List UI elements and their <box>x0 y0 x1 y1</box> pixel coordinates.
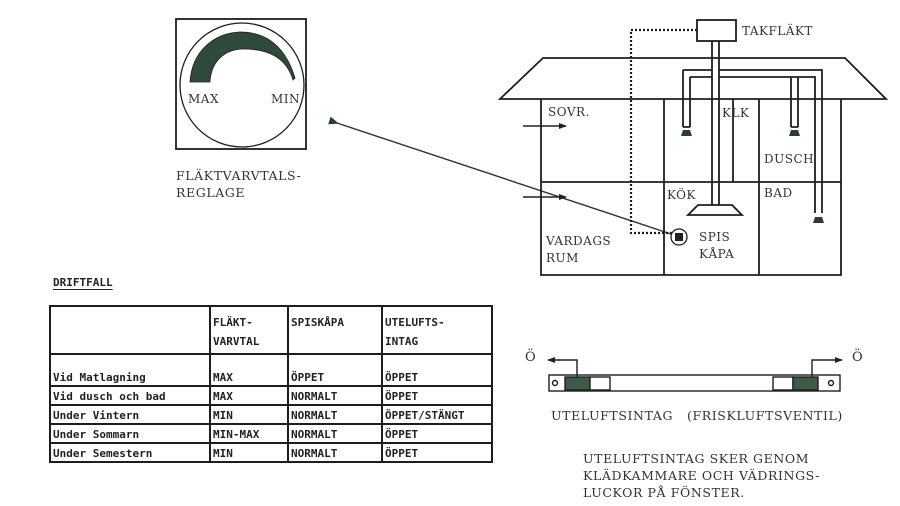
room-living-label: VARDAGS RUM <box>546 233 611 267</box>
header-hood-line1: SPISKÅPA <box>291 316 344 329</box>
room-bath-label: BAD <box>764 186 793 200</box>
exhaust-valve-bedroom <box>681 130 692 136</box>
cooker-hood-label: SPIS KÅPA <box>699 229 734 263</box>
cell-hood: NORMALT <box>287 423 383 444</box>
cell-fan-speed: MAX <box>209 353 289 387</box>
header-case <box>49 305 211 355</box>
header-air-intake-line1: UTELUFTS- <box>385 316 445 329</box>
knob-min-label: MIN <box>271 92 301 106</box>
cell-fan-speed: MIN <box>209 404 289 425</box>
duct-branches <box>682 69 823 213</box>
table-heading: DRIFTFALL <box>53 276 113 289</box>
open-arrow-right <box>811 357 843 377</box>
header-fan-speed-line2: VARVTAL <box>213 335 260 348</box>
open-arrow-left <box>547 357 578 377</box>
vent-shutter-left <box>564 376 591 391</box>
cell-case: Vid dusch och bad <box>49 385 211 406</box>
note-line1: UTELUFTSINTAG SKER GENOM <box>583 451 810 466</box>
knob-max-label: MAX <box>188 92 219 106</box>
vent-screw-left <box>551 379 559 387</box>
room-shower-label: DUSCH <box>764 152 815 166</box>
roof-fan-box <box>696 19 737 42</box>
outer-walls <box>540 99 842 276</box>
room-living-line1: VARDAGS <box>546 234 612 248</box>
header-fan-speed-line1: FLÄKT- <box>213 316 253 329</box>
cell-case: Under Semestern <box>49 442 211 463</box>
vent-open-right-label: Ö <box>852 350 864 365</box>
duct-closet <box>790 77 799 128</box>
knob-caption: FLÄKTVARVTALS- REGLAGE <box>176 167 302 201</box>
vent-bar <box>548 374 841 392</box>
note-line2: KLÄDKAMMARE OCH VÄDRINGS- <box>583 468 821 483</box>
cell-air-intake: ÖPPET <box>381 442 493 463</box>
duct-main <box>711 41 720 205</box>
knob-dial <box>179 22 305 148</box>
cell-case: Under Vintern <box>49 404 211 425</box>
roof <box>497 57 889 100</box>
vent-opening-left <box>589 376 611 391</box>
cell-hood: ÖPPET <box>287 353 383 387</box>
knob-frame <box>175 18 307 150</box>
cooker-hood-line1: SPIS <box>699 230 731 244</box>
exhaust-valve-closet <box>789 130 800 136</box>
cell-air-intake: ÖPPET/STÄNGT <box>381 404 493 425</box>
table-row: Under Semestern MIN NORMALT ÖPPET <box>49 442 493 463</box>
air-intake-note: UTELUFTSINTAG SKER GENOM KLÄDKAMMARE OCH… <box>583 450 820 501</box>
header-fan-speed: FLÄKT- VARVTAL <box>209 305 289 355</box>
vent-screw-right <box>827 379 835 387</box>
room-living-line2: RUM <box>546 251 579 265</box>
knob-caption-line1: FLÄKTVARVTALS- <box>176 168 302 183</box>
room-bedroom-label: SOVR. <box>548 105 590 119</box>
cell-case: Vid Matlagning <box>49 353 211 387</box>
vent-opening-right <box>772 376 794 391</box>
cell-air-intake: ÖPPET <box>381 423 493 444</box>
table-row: Vid dusch och bad MAX NORMALT ÖPPET <box>49 385 493 406</box>
house-diagram <box>497 19 889 276</box>
roof-fan-label: TAKFLÄKT <box>742 24 813 38</box>
cooker-hood-line2: KÅPA <box>699 247 735 261</box>
cell-hood: NORMALT <box>287 385 383 406</box>
cell-hood: NORMALT <box>287 442 383 463</box>
exhaust-valves <box>681 130 824 223</box>
exhaust-valve-bath <box>813 217 824 223</box>
knob-speed-arc <box>189 31 296 83</box>
header-air-intake: UTELUFTS- INTAG <box>381 305 493 355</box>
header-hood: SPISKÅPA <box>287 305 383 355</box>
cell-fan-speed: MIN-MAX <box>209 423 289 444</box>
table-row: Vid Matlagning MAX ÖPPET ÖPPET <box>49 353 493 387</box>
room-closet-label: KLK <box>722 106 750 120</box>
vent-caption-a: UTELUFTSINTAG <box>551 408 674 423</box>
fan-speed-knob <box>175 18 307 150</box>
cell-fan-speed: MAX <box>209 385 289 406</box>
cell-fan-speed: MIN <box>209 442 289 463</box>
vent-shutter-right <box>792 376 819 391</box>
operating-cases-table: FLÄKT- VARVTAL SPISKÅPA UTELUFTS- INTAG Vi… <box>49 305 493 463</box>
cell-hood: NORMALT <box>287 404 383 425</box>
note-line3: LUCKOR PÅ FÖNSTER. <box>583 485 745 500</box>
hood-control-grid <box>675 233 683 241</box>
fresh-air-vent <box>547 357 843 392</box>
cell-air-intake: ÖPPET <box>381 353 493 387</box>
knob-caption-line2: REGLAGE <box>176 185 246 200</box>
control-wire <box>629 28 697 235</box>
pointer-arrow <box>328 116 678 237</box>
cell-case: Under Sommarn <box>49 423 211 444</box>
vent-caption-b: (FRISKLUFTSVENTIL) <box>687 408 843 423</box>
table-row: Under Sommarn MIN-MAX NORMALT ÖPPET <box>49 423 493 444</box>
cooker-hood <box>685 204 745 216</box>
table-row: Under Vintern MIN NORMALT ÖPPET/STÄNGT <box>49 404 493 425</box>
room-kitchen-label: KÖK <box>667 188 696 202</box>
header-air-intake-line2: INTAG <box>385 335 419 348</box>
table-header-row: FLÄKT- VARVTAL SPISKÅPA UTELUFTS- INTAG <box>49 305 493 355</box>
vent-open-left-label: Ö <box>525 350 537 365</box>
cell-air-intake: ÖPPET <box>381 385 493 406</box>
